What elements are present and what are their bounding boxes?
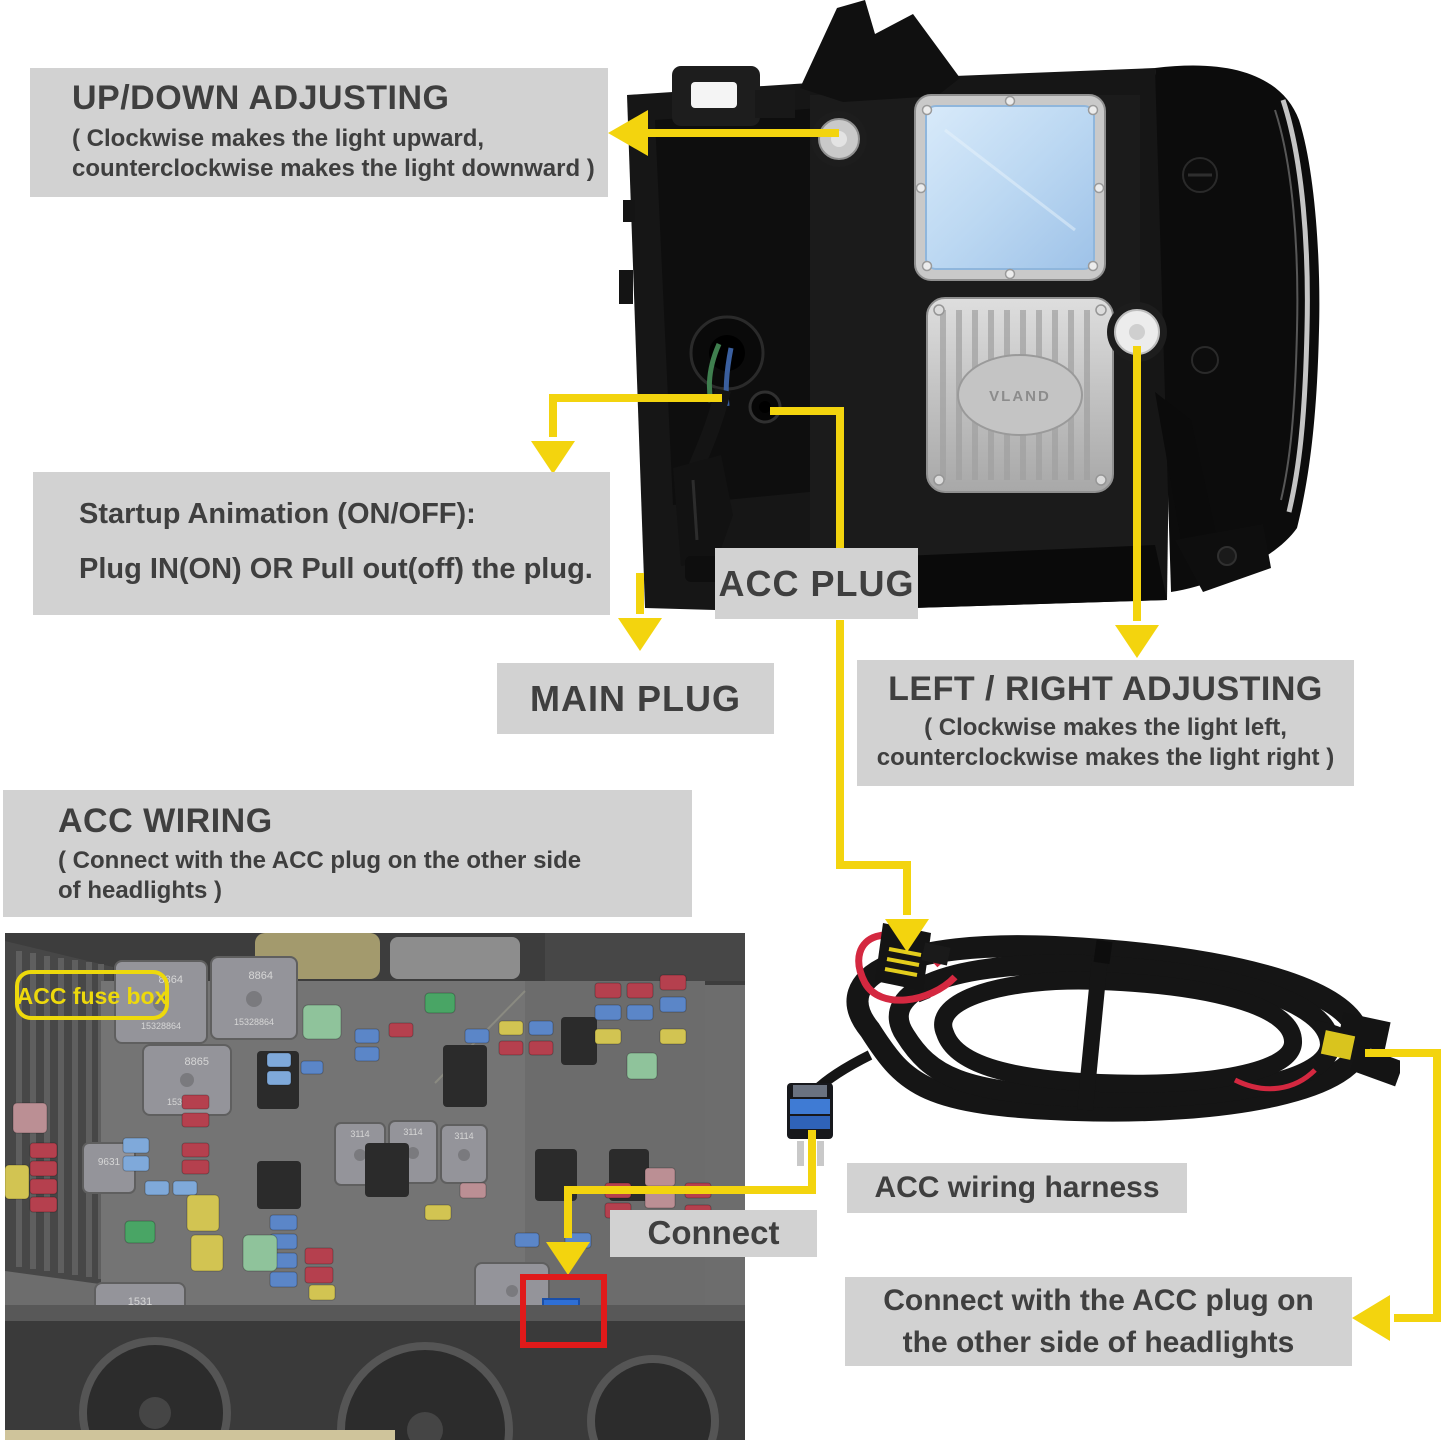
svg-text:15328864: 15328864: [141, 1021, 181, 1031]
fusebox-photo: 8864 15328864 8864 15328864 8865 1532886…: [5, 933, 745, 1440]
svg-text:15328864: 15328864: [234, 1017, 274, 1027]
svg-text:3114: 3114: [403, 1127, 422, 1137]
ballast-logo: VLAND: [989, 388, 1051, 405]
arrowhead-updown: [608, 110, 648, 156]
svg-text:3114: 3114: [454, 1131, 473, 1141]
acc-wiring-title: ACC WIRING: [58, 802, 273, 840]
panel-screws: [915, 95, 1105, 280]
arrow-line-connect-detail: [1365, 1049, 1441, 1322]
callout-acc-plug: ACC PLUG: [715, 548, 918, 619]
callout-acc-wiring: ACC WIRING ( Connect with the ACC plug o…: [3, 790, 692, 917]
updown-line1: ( Clockwise makes the light upward,: [72, 125, 485, 153]
harness-label: ACC wiring harness: [874, 1171, 1160, 1204]
arrowhead-connect: [546, 1242, 590, 1275]
callout-connect-detail: Connect with the ACC plug on the other s…: [845, 1277, 1352, 1366]
acc-harness-photo: [787, 923, 1400, 1166]
startup-line2: Plug IN(ON) OR Pull out(off) the plug.: [79, 552, 593, 585]
callout-main-plug: MAIN PLUG: [497, 663, 774, 734]
leftright-line2: counterclockwise makes the light right ): [876, 744, 1335, 772]
callout-connect: Connect: [610, 1210, 817, 1257]
callout-startup-animation: Startup Animation (ON/OFF): Plug IN(ON) …: [33, 472, 610, 615]
connect-detail-line1: Connect with the ACC plug on: [883, 1283, 1314, 1317]
callout-acc-wiring-harness: ACC wiring harness: [847, 1163, 1187, 1213]
fuses: [5, 974, 712, 1301]
arrowhead-connect-detail: [1352, 1295, 1390, 1341]
callout-leftright-adjusting: LEFT / RIGHT ADJUSTING ( Clockwise makes…: [857, 660, 1354, 786]
harness-right-connector: [1320, 1012, 1400, 1087]
lower-mount-brackets: [1155, 392, 1271, 592]
chrome-trim: [1280, 99, 1310, 513]
acc-wiring-line1: ( Connect with the ACC plug on the other…: [58, 847, 582, 875]
updown-title: UP/DOWN ADJUSTING: [72, 79, 450, 117]
svg-text:9631: 9631: [98, 1157, 121, 1168]
ballast-box: VLAND: [926, 297, 1114, 493]
svg-text:3114: 3114: [350, 1129, 369, 1139]
headlight-top-fin: [800, 0, 960, 102]
startup-line1: Startup Animation (ON/OFF):: [79, 498, 476, 530]
updown-adjuster-screw: [811, 111, 867, 167]
arrow-line-accplug-bottom: [836, 620, 911, 915]
acc-wiring-line2: of headlights ): [58, 877, 222, 905]
fusebox-bottom: [5, 1305, 745, 1440]
acc-fuse-box-label: ACC fuse box: [15, 970, 169, 1020]
red-highlight-box: [520, 1274, 607, 1348]
acc-plug-label: ACC PLUG: [718, 562, 915, 604]
headlight-rear-photo: VLAND: [619, 0, 1320, 612]
svg-text:8865: 8865: [185, 1056, 209, 1068]
headlight-top-bracket: [672, 66, 795, 126]
leftright-adjuster-screw: [1107, 302, 1167, 362]
main-plug-label: MAIN PLUG: [530, 677, 741, 719]
svg-text:ACC fuse box: ACC fuse box: [17, 983, 168, 1009]
arrow-line-connect: [564, 1130, 816, 1238]
callout-updown-adjusting: UP/DOWN ADJUSTING ( Clockwise makes the …: [30, 68, 608, 197]
leftright-title: LEFT / RIGHT ADJUSTING: [888, 670, 1323, 708]
zip-tie: [1093, 939, 1113, 965]
leftright-line1: ( Clockwise makes the light left,: [924, 714, 1287, 742]
connect-label: Connect: [647, 1214, 780, 1252]
arrowhead-leftright: [1115, 625, 1159, 658]
arrow-line-startup: [549, 394, 722, 437]
arrowhead-startup: [531, 441, 575, 474]
fuse-tap-connector: [787, 1083, 833, 1166]
arrow-line-accplug-top: [770, 407, 844, 548]
svg-text:8864: 8864: [249, 970, 273, 982]
updown-line2: counterclockwise makes the light downwar…: [72, 155, 595, 183]
round-caps: [1182, 157, 1219, 374]
harness-top-connector: [875, 923, 951, 991]
connect-detail-line2: the other side of headlights: [902, 1325, 1295, 1359]
arrowhead-accplug: [885, 919, 929, 952]
arrowhead-mainplug: [618, 618, 662, 651]
led-cover-panel: [914, 94, 1106, 281]
